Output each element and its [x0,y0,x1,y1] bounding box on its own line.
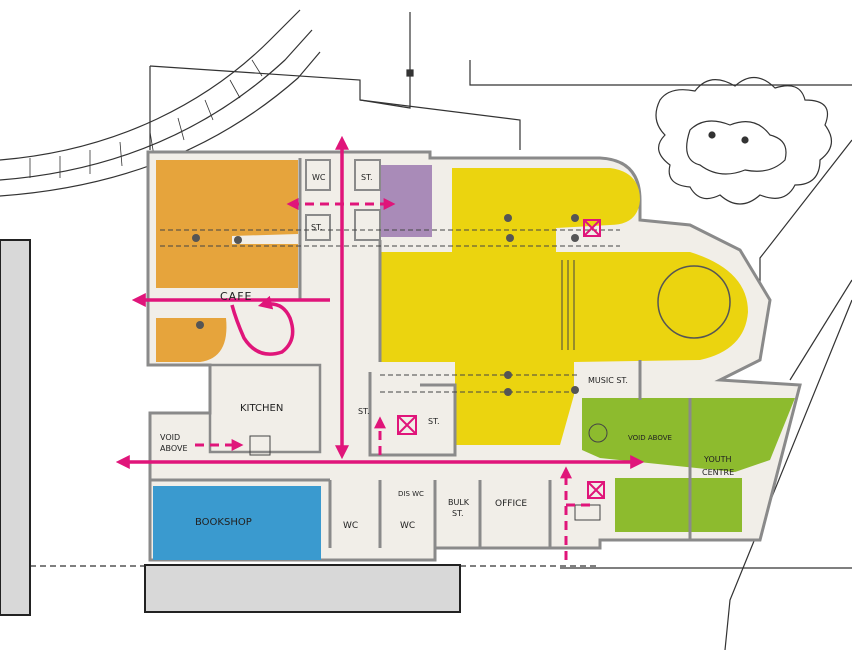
lift-icon [397,219,605,499]
circulation-routes-dashed [195,198,596,560]
cafe-zone[interactable] [156,160,298,288]
youth-zone-lower[interactable] [615,478,742,532]
label-dis-wc: DIS WC [398,490,424,498]
stairs [249,260,608,521]
label-youth-centre-2: CENTRE [702,468,734,477]
label-bulk-st-2: ST. [452,509,464,518]
room-labels: CAFE KITCHEN VOID ABOVE BOOKSHOP WC ST. … [160,173,734,531]
label-kitchen: KITCHEN [240,403,283,414]
columns [192,214,579,396]
font-circle [657,265,731,339]
label-st-mid: ST. [358,407,370,416]
store-zone[interactable] [380,165,432,237]
label-cafe: CAFE [220,290,252,303]
label-bulk-st-1: BULK [448,498,470,507]
label-void-above-left-2: ABOVE [160,444,188,453]
neighbour-buildings [0,239,461,616]
label-wc-top: WC [312,173,326,182]
label-youth-centre-1: YOUTH [703,455,732,464]
label-void-above-left-1: VOID [160,433,180,442]
bookshop-zone[interactable] [153,486,321,560]
worship-zone[interactable] [380,168,748,445]
label-st-left: ST. [311,223,323,232]
label-music-st: MUSIC ST. [588,376,628,385]
label-void-above-right: VOID ABOVE [628,434,672,442]
walls [150,158,692,548]
label-st-lift: ST. [428,417,440,426]
structure-grid [160,229,620,393]
label-office: OFFICE [495,499,527,509]
circulation-arrow-cafe-loop [230,295,295,356]
site-context [0,9,852,650]
label-wc-2: WC [400,521,415,531]
circulation-routes [115,135,645,469]
label-bookshop: BOOKSHOP [195,517,252,528]
label-wc-1: WC [343,521,358,531]
label-st-top: ST. [361,173,373,182]
cafe-zone-lower[interactable] [156,318,227,362]
